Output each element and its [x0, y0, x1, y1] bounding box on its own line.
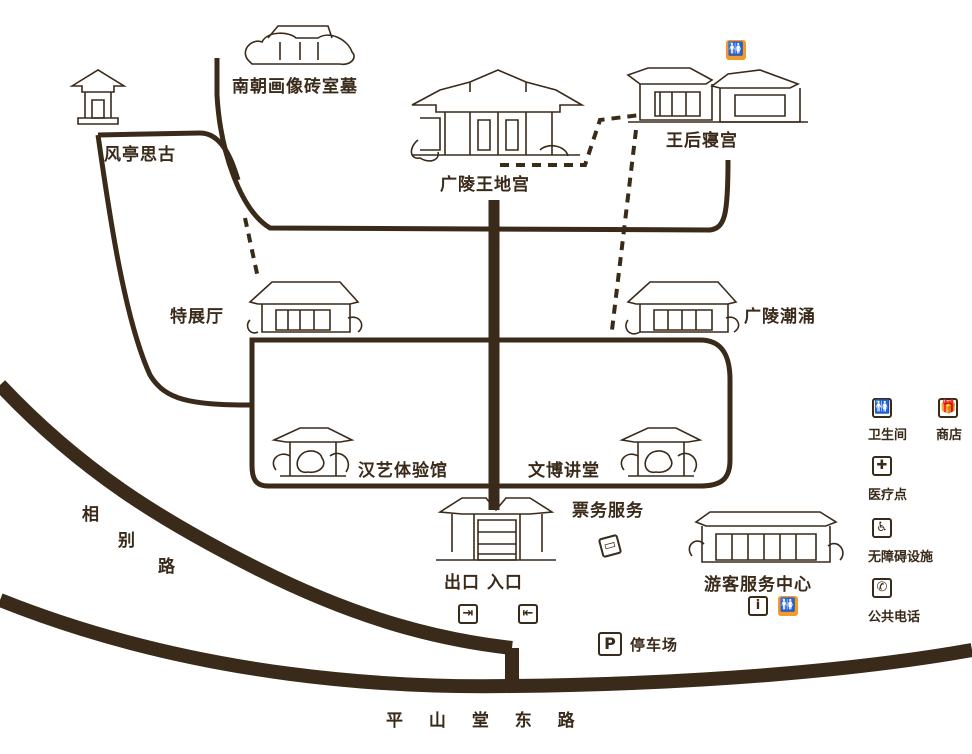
label-guangling-tide: 广陵潮涌 — [744, 307, 816, 327]
road-label-lu: 路 — [158, 557, 175, 577]
label-special-hall: 特展厅 — [170, 307, 224, 327]
pingshantang-road — [0, 593, 972, 694]
nanchao-tomb-sketch — [244, 25, 355, 66]
road-label-pingshantang: 平 山 堂 东 路 — [386, 711, 585, 731]
label-queen-palace: 王后寝宫 — [666, 131, 738, 151]
queen-palace-sketch — [626, 67, 808, 123]
label-visitor-center: 游客服务中心 — [704, 575, 812, 595]
label-parking: 停车场 — [630, 636, 679, 654]
restroom-icon: 🚻 — [778, 596, 798, 616]
label-nanchao-tomb: 南朝画像砖室墓 — [232, 77, 358, 97]
phone-icon: ✆ — [872, 578, 892, 598]
label-fengting: 风亭思古 — [104, 145, 176, 165]
label-ticket-service: 票务服务 — [572, 501, 644, 521]
legend-shop-label: 商店 — [936, 428, 963, 443]
legend-restroom-label: 卫生间 — [868, 428, 908, 443]
guangling-palace-sketch — [410, 69, 585, 162]
fengting-pavilion-sketch — [69, 69, 127, 125]
legend-phone-label: 公共电话 — [868, 610, 921, 625]
parking-icon: P — [598, 632, 622, 656]
exit-icon: ⇥ — [458, 604, 478, 624]
road-label-bie: 别 — [118, 531, 135, 551]
building-illustrations — [69, 25, 844, 563]
label-exit-entrance: 出口 入口 — [444, 573, 523, 593]
accessibility-icon: ♿ — [872, 518, 892, 538]
visitor-center-sketch — [688, 511, 844, 563]
wenbo-sketch — [619, 427, 703, 477]
dashed-connectors — [243, 113, 641, 331]
entrance-gate-sketch — [436, 497, 556, 561]
special-hall-sketch — [246, 281, 363, 334]
label-guangling-palace: 广陵王地宫 — [440, 175, 530, 195]
xiangbie-road — [0, 380, 513, 655]
label-han-art: 汉艺体验馆 — [358, 461, 448, 481]
info-icon: i — [748, 596, 768, 616]
guangling-tide-sketch — [625, 281, 740, 335]
han-art-sketch — [271, 427, 355, 477]
legend-medical-label: 医疗点 — [868, 488, 908, 503]
restroom-icon: 🚻 — [872, 398, 892, 418]
medical-icon: ✚ — [872, 456, 892, 476]
road-label-xiang: 相 — [82, 505, 99, 525]
restroom-icon: 🚻 — [726, 40, 746, 60]
path-network — [95, 58, 733, 489]
shop-icon: 🎁 — [938, 398, 958, 418]
label-wenbo: 文博讲堂 — [528, 461, 600, 481]
entrance-icon: ⇤ — [518, 604, 538, 624]
legend-accessibility-label: 无障碍设施 — [868, 550, 934, 565]
